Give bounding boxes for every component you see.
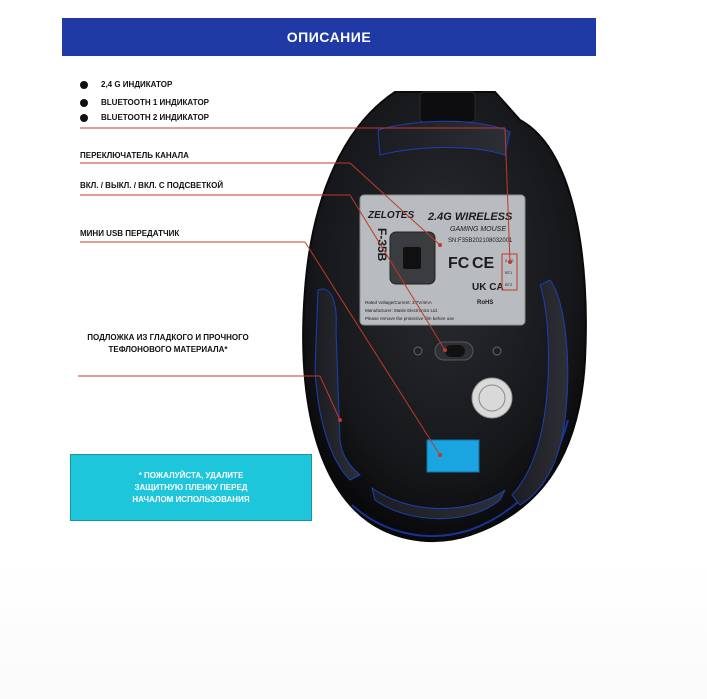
sticker-model: F-35B	[375, 228, 389, 262]
protective-film-note: * ПОЖАЛУЙСТА, УДАЛИТЕ ЗАЩИТНУЮ ПЛЕНКУ ПЕ…	[70, 454, 312, 521]
bullet-icon	[80, 98, 88, 107]
qc-sticker	[471, 377, 513, 419]
indicator-label-bt1: BLUETOOTH 1 ИНДИКАТОР	[101, 98, 210, 107]
bulb-icon-right	[492, 346, 502, 356]
indicator-row-24g: 2,4 G ИНДИКАТОР	[80, 80, 172, 89]
left-teflon-pad	[314, 288, 361, 481]
sticker-gaming: GAMING MOUSE	[450, 226, 506, 233]
indicator-row-bt2: BLUETOOTH 2 ИНДИКАТОР	[80, 113, 209, 122]
sticker-ukca: UK CA	[472, 282, 504, 293]
sticker-rohs: RoHS	[477, 300, 493, 306]
indicator-label-24g: 2,4 G ИНДИКАТОР	[101, 80, 173, 89]
sticker-fc: FC	[448, 255, 470, 272]
top-teflon-pad	[377, 120, 511, 156]
indicator-row-bt1: BLUETOOTH 1 ИНДИКАТОР	[80, 98, 209, 107]
sticker-rating: Rated Voltage/Current: 3.7V/4mA	[365, 300, 432, 305]
sticker-brand: ZELOTES	[367, 210, 414, 221]
callout-lines	[78, 127, 511, 456]
sticker-wireless: 2.4G WIRELESS	[427, 211, 513, 223]
channel-switch-label: ПЕРЕКЛЮЧАТЕЛЬ КАНАЛА	[80, 151, 189, 160]
page-title-banner: ОПИСАНИЕ	[62, 18, 596, 56]
bottom-teflon-pad	[371, 486, 506, 520]
sticker-led2: BT1	[505, 270, 513, 275]
bottom-blank-area	[0, 560, 707, 699]
sticker-led3: BT2	[505, 282, 513, 287]
teflon-pad-label-line2: ТЕФЛОНОВОГО МАТЕРИАЛА*	[108, 345, 228, 354]
note-line2: ЗАЩИТНУЮ ПЛЕНКУ ПЕРЕД	[134, 482, 248, 492]
teflon-pad-label-line1: ПОДЛОЖКА ИЗ ГЛАДКОГО И ПРОЧНОГО	[87, 333, 249, 342]
sticker-serial: SN:F35B202108032001	[448, 238, 513, 244]
right-teflon-pad	[511, 279, 569, 506]
sensor-lens	[403, 247, 421, 269]
sticker-warning: Please remove the protective film before…	[365, 316, 455, 321]
bulb-icon	[413, 346, 423, 356]
label-sticker	[359, 194, 526, 326]
qc-sticker-inner	[478, 384, 506, 412]
indicator-label-bt2: BLUETOOTH 2 ИНДИКАТОР	[101, 113, 210, 122]
bullet-icon	[80, 80, 88, 89]
note-line3: НАЧАЛОМ ИСПОЛЬЗОВАНИЯ	[132, 494, 250, 504]
power-switch-knob	[445, 345, 465, 357]
top-notch	[419, 91, 476, 123]
bullet-icon	[80, 113, 88, 122]
usb-receiver-label: МИНИ USB ПЕРЕДАТЧИК	[80, 229, 180, 238]
power-switch-label: ВКЛ. / ВЫКЛ. / ВКЛ. С ПОДСВЕТКОЙ	[80, 181, 224, 190]
blue-sensor-pad	[426, 439, 480, 473]
note-line1: * ПОЖАЛУЙСТА, УДАЛИТЕ	[138, 470, 244, 480]
sticker-manufacturer: Manufacturer: Masle Electronics Ltd.	[365, 308, 438, 313]
page-title: ОПИСАНИЕ	[286, 29, 372, 45]
sticker-ce: CE	[472, 255, 495, 272]
teflon-pad-label: ПОДЛОЖКА ИЗ ГЛАДКОГО И ПРОЧНОГО ТЕФЛОНОВ…	[78, 332, 258, 356]
